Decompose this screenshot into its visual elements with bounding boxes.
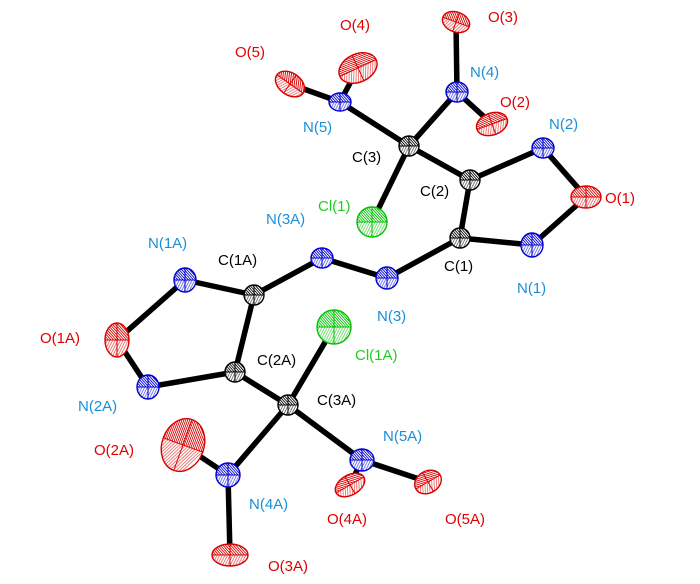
- atom-o2: [473, 108, 511, 140]
- label-n3a: N(3A): [266, 211, 305, 228]
- labels-layer: O(3) O(4) O(5) N(4)O(2) N(5) N(2) C(3) C(2) O(1)…: [40, 9, 635, 575]
- atom-c3a: [277, 394, 299, 416]
- label-n2: N(2): [549, 116, 578, 133]
- atom-n1a: [173, 267, 197, 293]
- label-o5a: O(5A): [445, 511, 485, 528]
- label-o4: O(4): [340, 17, 370, 34]
- atom-n1: [520, 232, 544, 258]
- label-o5: O(5): [235, 44, 265, 61]
- bond-n3a-c1a: [251, 255, 325, 298]
- atom-n3a: [310, 247, 334, 269]
- label-o2a: O(2A): [94, 442, 134, 459]
- atom-c2: [459, 169, 481, 191]
- label-n5: N(5): [303, 119, 332, 136]
- label-c1: C(1): [444, 258, 473, 275]
- label-o4a: O(4A): [327, 511, 367, 528]
- atom-cl1: [356, 206, 388, 238]
- atom-n4a: [215, 462, 241, 488]
- atom-n2a: [136, 374, 160, 400]
- atom-n2: [531, 137, 555, 159]
- atom-n3: [375, 266, 399, 290]
- atom-n4: [445, 81, 469, 103]
- atom-c3: [398, 135, 420, 157]
- bond-c3-c2: [406, 143, 473, 183]
- atom-o3a: [211, 543, 249, 567]
- label-o3: O(3): [488, 9, 518, 26]
- bond-c1a-n1a: [182, 277, 257, 298]
- bond-c2-n2: [467, 145, 546, 183]
- atom-o5a: [410, 465, 446, 499]
- label-n4a: N(4A): [249, 496, 288, 513]
- label-o1: O(1): [605, 190, 635, 207]
- bond-n1-c1: [457, 235, 535, 248]
- bond-c3-n4: [406, 89, 460, 149]
- label-cl1a: Cl(1A): [355, 347, 398, 364]
- atom-o3: [439, 7, 473, 35]
- label-o1a: O(1A): [40, 330, 80, 347]
- bond-n4-o3: [453, 19, 460, 95]
- atom-n5: [328, 92, 352, 112]
- bond-n1a-o1a: [114, 277, 188, 343]
- bond-n4a-o3a: [225, 472, 233, 558]
- atom-c1: [449, 227, 471, 249]
- label-n3: N(3): [377, 308, 406, 325]
- bond-c3a-n4a: [225, 402, 291, 478]
- atom-o1a: [104, 322, 130, 358]
- label-cl1: Cl(1): [318, 198, 351, 215]
- bond-c1-n3: [384, 235, 463, 281]
- label-n4: N(4): [470, 64, 499, 81]
- atom-cl1a: [316, 309, 352, 345]
- label-c1a: C(1A): [218, 252, 257, 269]
- atom-o5: [270, 65, 310, 99]
- label-n5a: N(5A): [383, 428, 422, 445]
- label-o3a: O(3A): [268, 558, 308, 575]
- atom-o4: [333, 46, 383, 90]
- label-c2: C(2): [420, 183, 449, 200]
- bond-c3a-n5a: [285, 402, 365, 463]
- label-c2a: C(2A): [257, 352, 296, 369]
- bond-c3-n5: [337, 99, 412, 149]
- label-n1: N(1): [517, 280, 546, 297]
- label-c3: C(3): [352, 149, 381, 166]
- label-n2a: N(2A): [78, 398, 117, 415]
- label-c3a: C(3A): [317, 392, 356, 409]
- label-n1a: N(1A): [148, 235, 187, 252]
- label-o2: O(2): [500, 94, 530, 111]
- bond-n2a-c2a: [145, 369, 238, 390]
- bond-c2a-c1a: [232, 292, 257, 375]
